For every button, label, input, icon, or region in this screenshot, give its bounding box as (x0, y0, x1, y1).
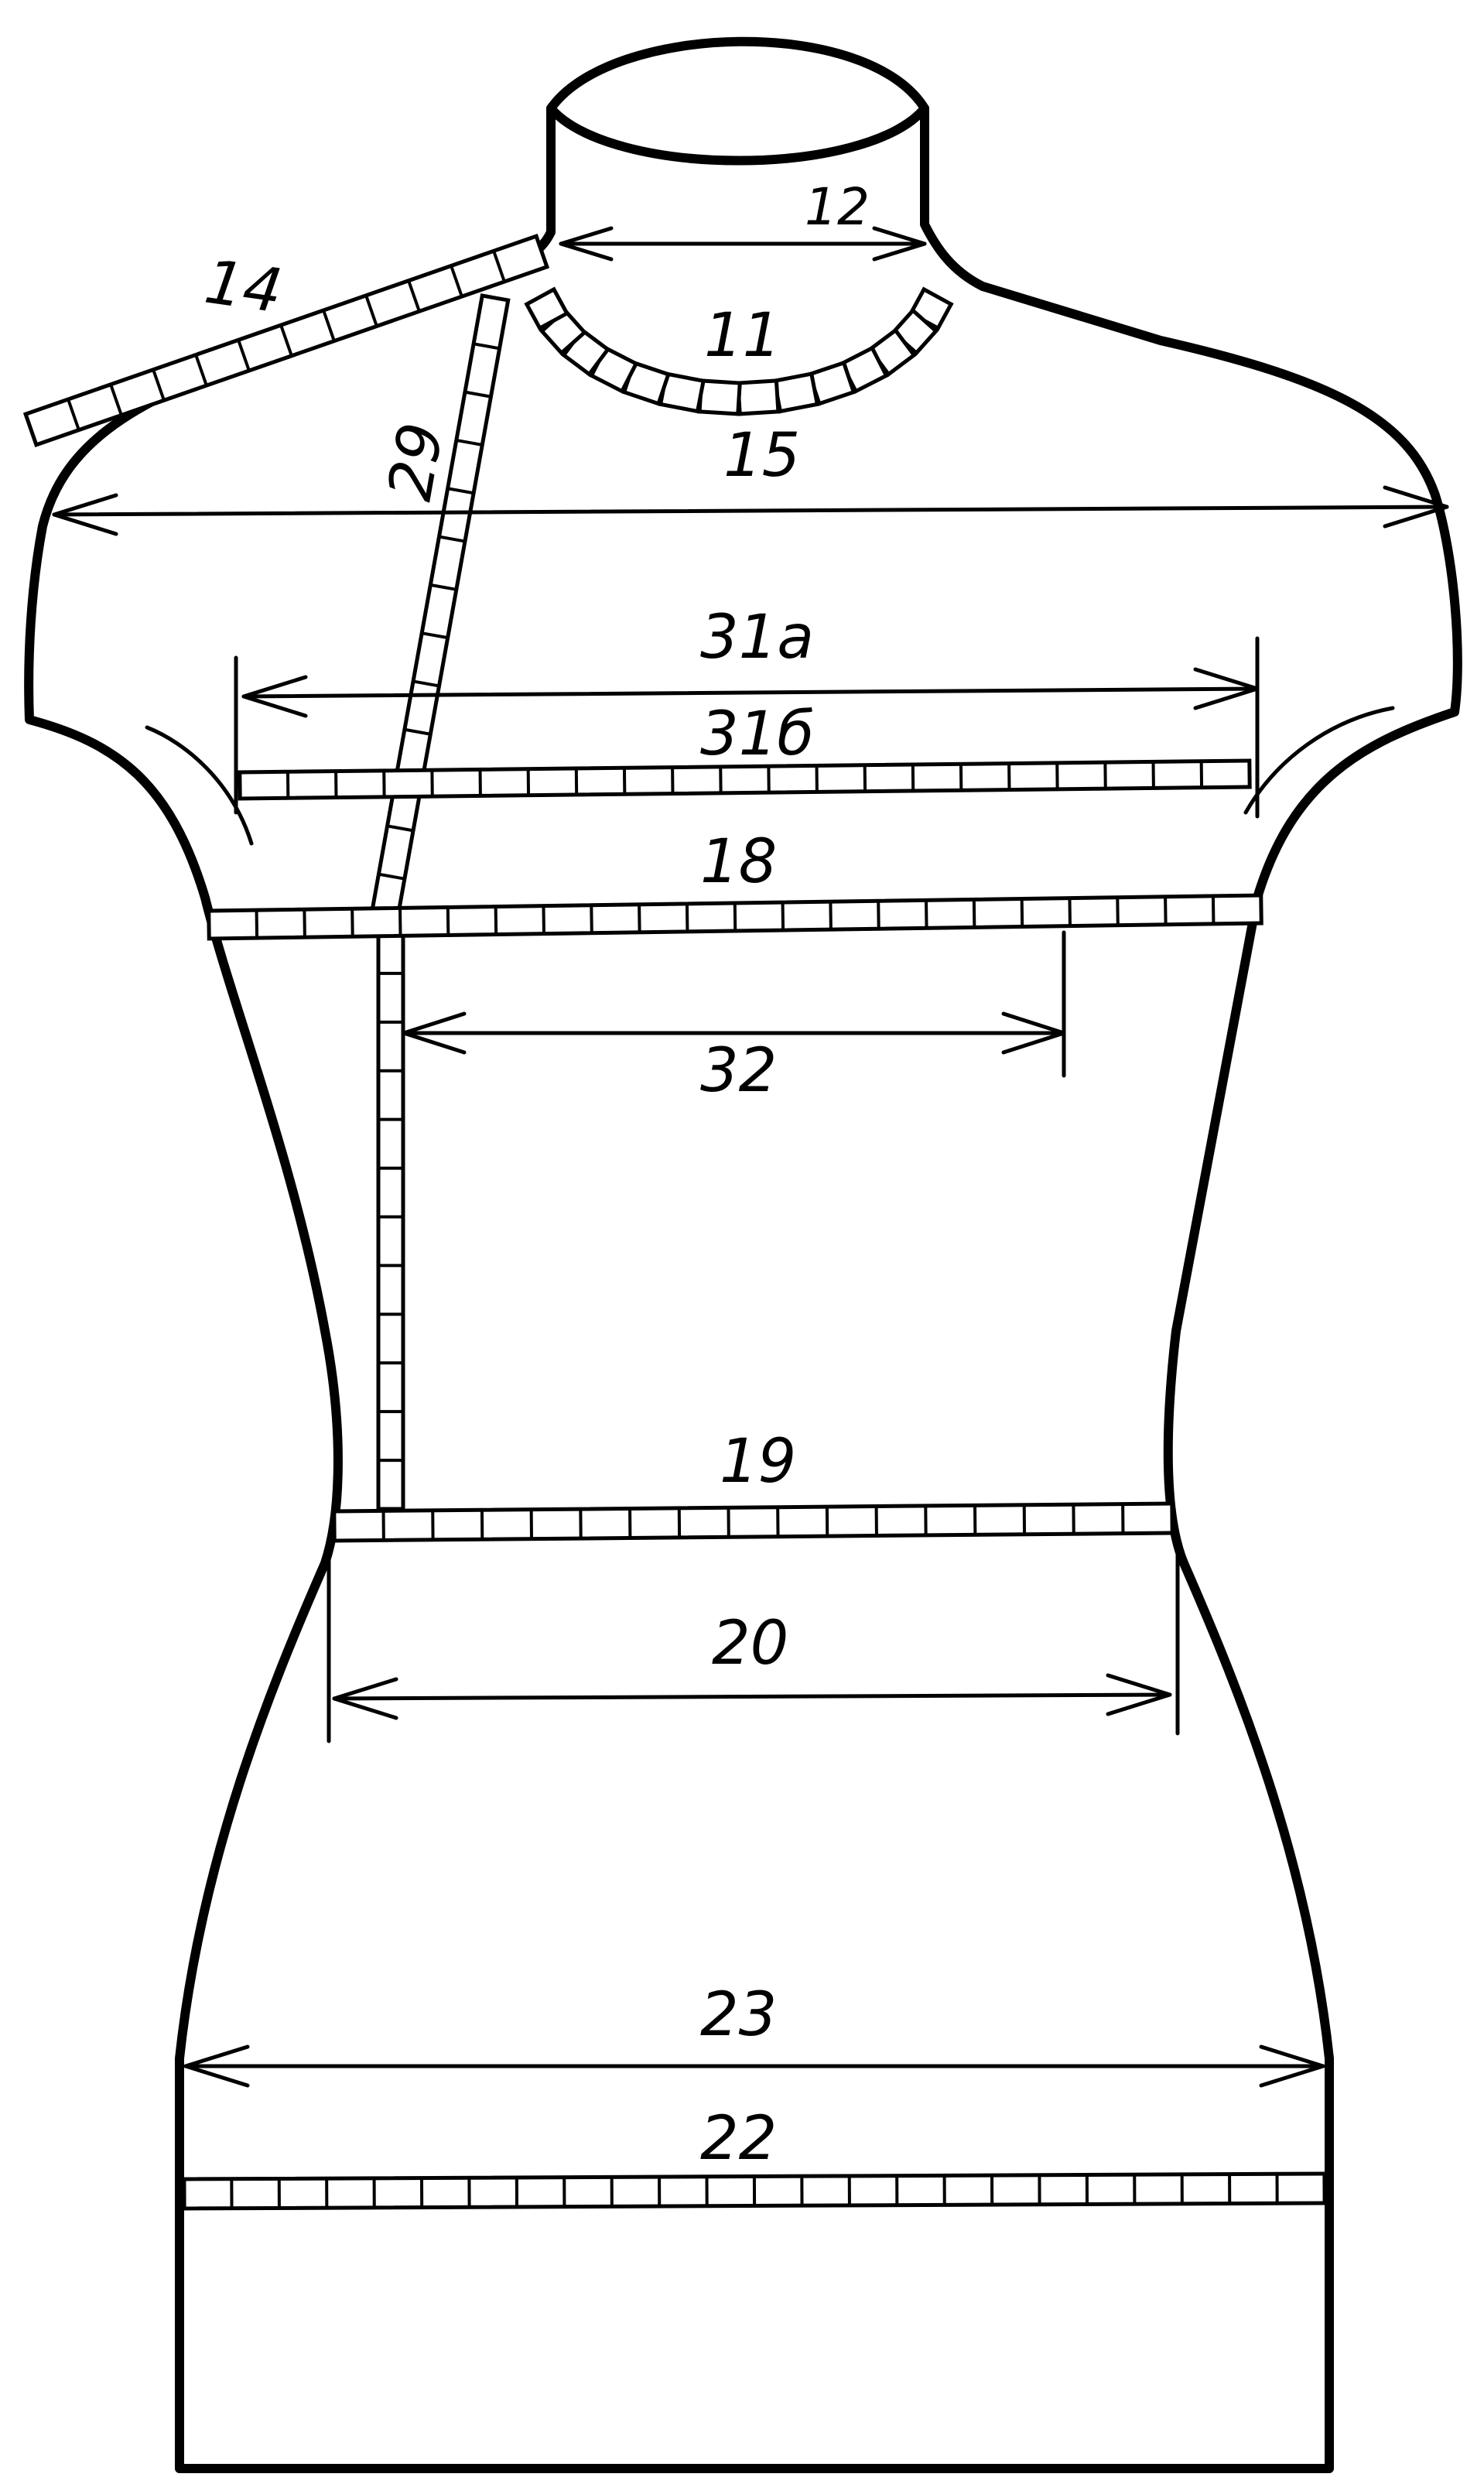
label-29: 29 (375, 418, 457, 505)
tape-29-tick (429, 583, 457, 591)
tape-18-tick (733, 902, 737, 932)
tape-14-tick (322, 310, 336, 342)
measurement-arrows (52, 226, 1449, 2088)
arrowhead-15-right (1383, 485, 1449, 529)
tape-vertical (376, 922, 405, 1511)
tape-18-tick (1068, 898, 1072, 926)
tape-29-tick (464, 390, 491, 399)
label-22: 22 (700, 2104, 777, 2174)
tape-18-tick (255, 910, 259, 939)
tape-18-tick (829, 902, 833, 930)
tape-18-tick (542, 905, 545, 934)
tape-14 (22, 233, 550, 448)
tape-29-tick (456, 438, 483, 447)
tape-11 (524, 286, 954, 416)
arrowhead-20-right (1106, 1673, 1172, 1716)
tape-18-tick (877, 901, 880, 929)
neck-top (546, 36, 929, 166)
tape-18-tick (1164, 896, 1168, 925)
tape-29-tick (412, 679, 439, 688)
tape-14-tick (407, 280, 421, 312)
body-outline (24, 104, 1462, 2473)
tape-29-tick (421, 631, 449, 640)
tape-18-tick (781, 902, 785, 931)
label-31a: 31а (700, 603, 814, 672)
tape-19-band (332, 1501, 1175, 1543)
tape-19 (332, 1501, 1175, 1543)
tape-18-tick (446, 907, 450, 936)
arrowhead-31a-right (1193, 667, 1260, 710)
label-32: 32 (700, 1036, 777, 1106)
tape-14-tick (450, 265, 463, 297)
tape-18 (207, 893, 1263, 941)
tape-18-tick (350, 908, 354, 937)
tape-14-tick (109, 384, 123, 416)
tape-18-tick (638, 904, 641, 932)
arrowhead-12-right (872, 226, 927, 262)
tape-31b (238, 758, 1252, 801)
tape-29-tick (387, 824, 414, 833)
arrowhead-32-left (402, 1011, 467, 1055)
arrowhead-32-right (1001, 1011, 1066, 1055)
tape-18-tick (303, 909, 306, 938)
measurement-tapes (22, 233, 1327, 2211)
label-14: 14 (200, 248, 286, 327)
arrowhead-20-left (332, 1677, 398, 1720)
label-31b: 31б (700, 700, 814, 769)
arrowhead-23-right (1259, 2044, 1325, 2088)
tape-11-band (771, 371, 820, 414)
label-11: 11 (704, 301, 781, 371)
armhole-left (145, 725, 254, 846)
tape-18-tick (1211, 895, 1216, 924)
tape-18-tick (972, 899, 976, 928)
tape-14-tick (237, 339, 251, 371)
tape-18-tick (590, 905, 593, 933)
tape-14-tick (279, 324, 293, 357)
label-19: 19 (720, 1427, 796, 1497)
arrow-15 (52, 505, 1449, 517)
arrow-20 (332, 1692, 1172, 1701)
tape-29-tick (378, 872, 405, 881)
tape-18-tick (1116, 897, 1120, 926)
tape-11-band (697, 378, 742, 416)
tape-14-tick (492, 250, 506, 282)
arrowhead-12-left (559, 226, 614, 262)
tape-14-tick (364, 295, 378, 327)
tape-31b-band (238, 758, 1252, 801)
tape-14-tick (152, 369, 166, 401)
tape-18-tick (685, 903, 689, 932)
arrowhead-31a-left (241, 675, 308, 718)
tape-29-tick (404, 727, 431, 736)
tape-18-tick (1020, 898, 1024, 927)
tape-29-tick (473, 342, 500, 351)
label-18: 18 (700, 827, 777, 897)
label-15: 15 (723, 421, 800, 491)
arrow-31a (241, 686, 1260, 699)
label-12: 12 (805, 177, 870, 237)
tape-18-tick (398, 908, 402, 936)
tape-14-tick (194, 354, 208, 386)
tape-18-tick (925, 900, 928, 929)
tape-29-tick (439, 535, 466, 543)
label-23: 23 (700, 1980, 777, 2050)
tape-29-tick (447, 487, 474, 495)
arrowhead-23-left (183, 2044, 250, 2088)
label-20: 20 (712, 1609, 788, 1678)
tape-11-band (736, 378, 781, 416)
tape-22 (182, 2171, 1327, 2211)
tape-14-tick (67, 399, 80, 431)
arrowhead-15-left (52, 493, 118, 536)
tape-11-band (524, 286, 570, 331)
tape-18-tick (494, 906, 498, 935)
